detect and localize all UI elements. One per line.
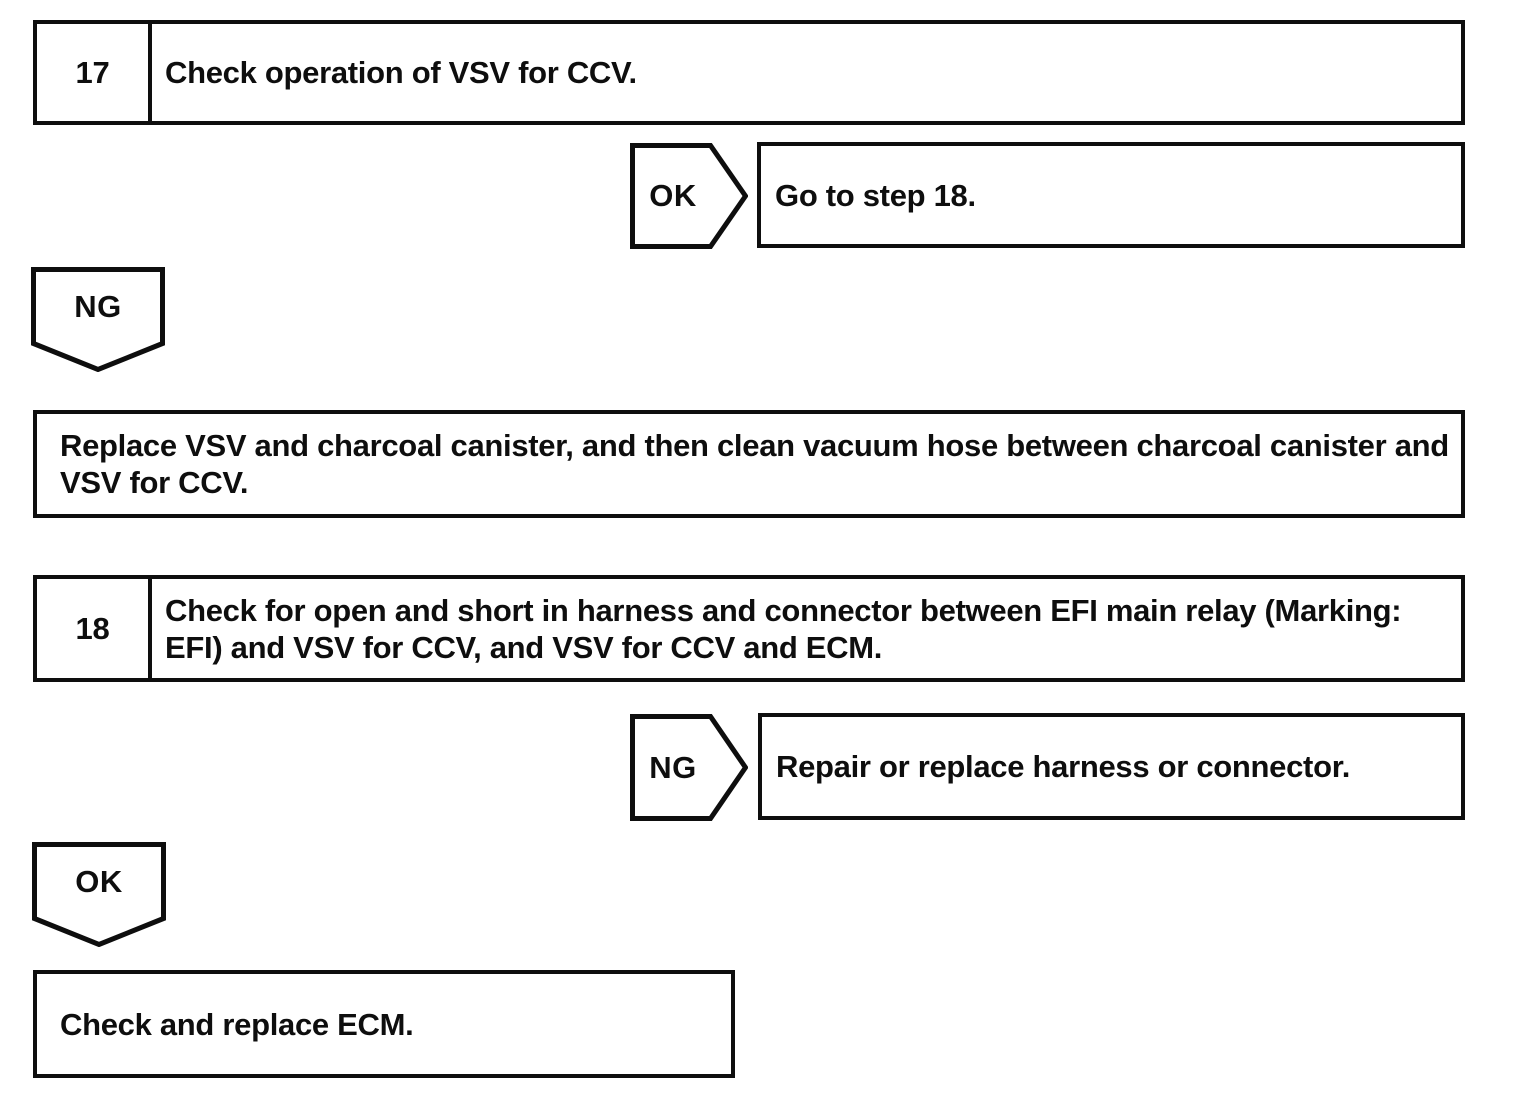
branch-ng-after-step-17: NG	[31, 267, 165, 372]
result-text: Go to step 18.	[775, 177, 976, 213]
step-17-box: 17 Check operation of VSV for CCV.	[33, 20, 1465, 125]
step-18-box: 18 Check for open and short in harness a…	[33, 575, 1465, 682]
branch-tag-label: OK	[649, 178, 697, 213]
branch-tag-label: NG	[649, 749, 697, 785]
branch-ok-after-step-18: OK	[32, 842, 166, 947]
result-box-replace-vsv-canister: Replace VSV and charcoal canister, and t…	[33, 410, 1465, 518]
step-17-instruction: Check operation of VSV for CCV.	[165, 55, 637, 90]
result-box-repair-harness: Repair or replace harness or connector.	[758, 713, 1465, 820]
ok-arrow-down-icon	[32, 842, 166, 947]
result-text: Repair or replace harness or connector.	[776, 749, 1351, 784]
branch-ng-after-step-18: NG	[630, 714, 748, 821]
branch-tag-label: OK	[75, 864, 123, 899]
ng-arrow-right-icon	[630, 714, 748, 821]
step-18-instruction: Check for open and short in harness and …	[165, 592, 1402, 665]
ng-arrow-down-icon	[31, 267, 165, 372]
branch-tag-label: NG	[74, 289, 122, 324]
result-text: Check and replace ECM.	[60, 1006, 414, 1042]
ok-arrow-right-icon	[630, 143, 748, 249]
step-18-number: 18	[37, 579, 152, 678]
result-text: Replace VSV and charcoal canister, and t…	[60, 428, 1449, 500]
branch-ok-after-step-17: OK	[630, 143, 748, 249]
result-box-go-to-step-18: Go to step 18.	[757, 142, 1465, 248]
result-box-check-replace-ecm: Check and replace ECM.	[33, 970, 735, 1078]
step-17-number: 17	[37, 24, 152, 121]
